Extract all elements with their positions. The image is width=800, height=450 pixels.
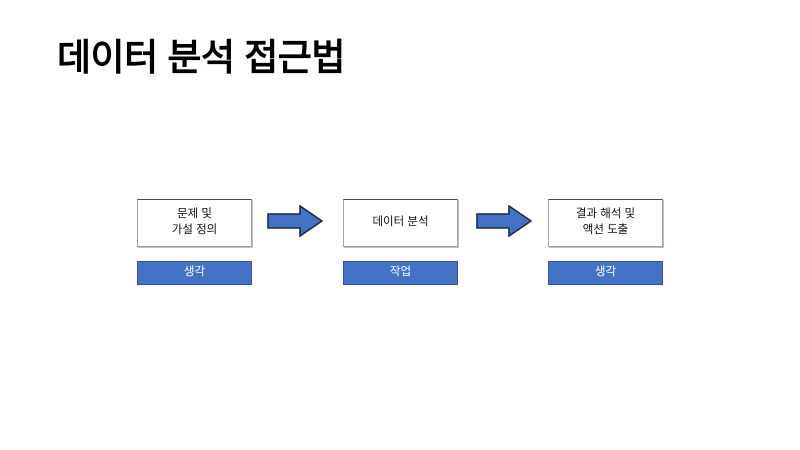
stage-category-badge-1[interactable]: 생각 [137, 261, 252, 285]
page-title: 데이터 분석 접근법 [57, 37, 345, 78]
process-stage-3[interactable]: 결과 해석 및 액션 도출 생각 [548, 199, 663, 285]
stage-box-3[interactable]: 결과 해석 및 액션 도출 [548, 199, 663, 247]
stage-category-badge-2[interactable]: 작업 [343, 261, 458, 285]
stage-category-text-1: 생각 [183, 266, 206, 279]
stage-box-label-2: 데이터 분석 [372, 216, 429, 229]
stage-box-2[interactable]: 데이터 분석 [343, 199, 458, 247]
stage-category-badge-3[interactable]: 생각 [548, 261, 663, 285]
stage-category-text-2: 작업 [389, 266, 412, 279]
stage-box-label-1: 문제 및 가설 정의 [171, 208, 218, 236]
process-stage-1[interactable]: 문제 및 가설 정의 생각 [137, 199, 252, 285]
process-stage-2[interactable]: 데이터 분석 작업 [343, 199, 458, 285]
right-block-arrow-icon [267, 205, 323, 237]
right-block-arrow-icon [476, 205, 532, 237]
stage-box-1[interactable]: 문제 및 가설 정의 [137, 199, 252, 247]
stage-box-label-3: 결과 해석 및 액션 도출 [575, 208, 636, 236]
stage-category-text-3: 생각 [594, 266, 617, 279]
